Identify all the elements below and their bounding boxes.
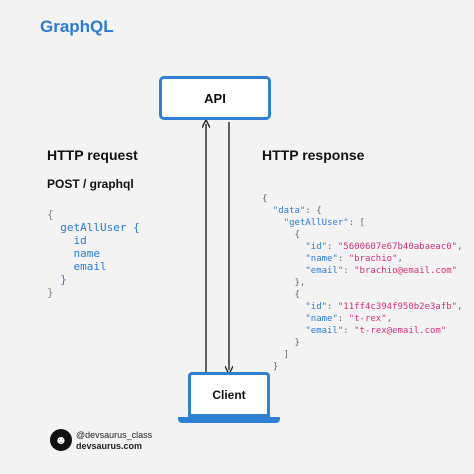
user-name: "brachio" xyxy=(348,254,398,264)
request-method: POST / graphql xyxy=(47,177,134,191)
social-handle: @devsaurus_class xyxy=(76,430,153,440)
client-label: Client xyxy=(212,387,246,402)
api-box: API xyxy=(159,76,271,120)
query-line: } xyxy=(47,273,67,286)
user-email: "brachio@email.com" xyxy=(354,266,458,276)
query-line: email xyxy=(47,260,107,273)
client-laptop: Client xyxy=(188,372,270,417)
user-id: "11ff4c394f950b2e3afb" xyxy=(337,302,458,312)
query-line: } xyxy=(47,286,54,299)
user-name: "t-rex" xyxy=(348,314,387,324)
response-title: HTTP response xyxy=(262,147,365,163)
request-title: HTTP request xyxy=(47,147,138,163)
page-title: GraphQL xyxy=(40,17,114,36)
query-line: id xyxy=(47,234,87,247)
user-email: "t-rex@email.com" xyxy=(354,326,447,336)
query-line: { xyxy=(47,208,54,221)
response-json: { "data": { "getAllUser": [ { "id": "560… xyxy=(262,194,463,384)
api-label: API xyxy=(204,90,226,106)
query-line: name xyxy=(47,247,100,260)
dinosaur-avatar-icon: ☻ xyxy=(50,429,72,451)
website: devsaurus.com xyxy=(76,441,143,451)
user-id: "5600607e67b40abaeac0" xyxy=(337,242,458,252)
laptop-base xyxy=(178,417,280,423)
request-query: { getAllUser { id name email }} xyxy=(47,208,140,299)
query-line: getAllUser { xyxy=(47,221,140,234)
